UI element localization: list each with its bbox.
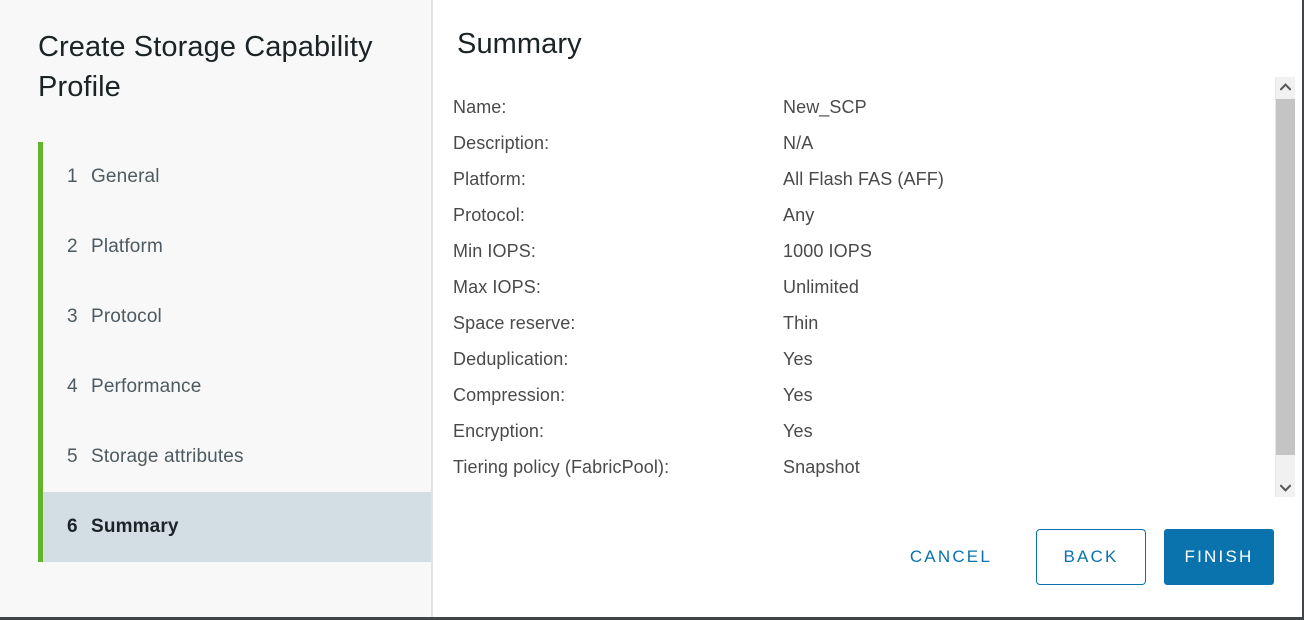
chevron-down-icon [1280,483,1291,492]
step-label: Protocol [91,306,162,327]
summary-row-value: Yes [783,421,813,441]
summary-row-value: Any [783,205,815,225]
summary-row: Description: N/A [435,133,944,169]
summary-scroll-region: Name: New_SCP Description: N/A Platform: All … [435,97,1265,497]
step-number: 4 [67,376,78,397]
step-label: Performance [91,376,202,397]
summary-row-label: Deduplication: [453,349,569,369]
wizard-main-panel: Summary Name: New_SCP Description: N/A Platf… [435,0,1302,617]
summary-row: Name: New_SCP [435,97,944,133]
summary-row-value: Yes [783,349,813,369]
step-number: 2 [67,236,78,257]
summary-row-value: N/A [783,133,814,153]
summary-row: Min IOPS: 1000 IOPS [435,241,944,277]
summary-row-label: Space reserve: [453,313,576,333]
summary-row-value: Thin [783,313,819,333]
summary-row-value: Yes [783,385,813,405]
summary-row: Space reserve: Thin [435,313,944,349]
summary-row-label: Platform: [453,169,526,189]
finish-button[interactable]: FINISH [1164,529,1274,585]
summary-row-value: Snapshot [783,457,860,477]
sidebar-step-performance[interactable]: 4 Performance [43,352,431,422]
page-title: Summary [457,28,582,60]
scroll-down-button[interactable] [1276,478,1295,497]
summary-row-label: Description: [453,133,550,153]
step-number: 1 [67,166,78,187]
summary-table: Name: New_SCP Description: N/A Platform: All … [435,97,944,493]
wizard-footer: CANCEL BACK FINISH [888,529,1274,585]
step-label: Storage attributes [91,446,244,467]
step-number: 5 [67,446,78,467]
summary-row-label: Min IOPS: [453,241,536,261]
sidebar-step-platform[interactable]: 2 Platform [43,212,431,282]
summary-row-value: 1000 IOPS [783,241,872,261]
sidebar-step-storage-attributes[interactable]: 5 Storage attributes [43,422,431,492]
summary-row: Compression: Yes [435,385,944,421]
summary-row-label: Name: [453,97,507,117]
chevron-up-icon [1280,82,1291,91]
summary-row-label: Protocol: [453,205,525,225]
summary-row-label: Encryption: [453,421,545,441]
cancel-button[interactable]: CANCEL [888,529,1014,585]
summary-row: Max IOPS: Unlimited [435,277,944,313]
sidebar-step-general[interactable]: 1 General [43,142,431,212]
sidebar-step-summary[interactable]: 6 Summary [43,492,431,562]
step-label: General [91,166,160,187]
summary-row: Platform: All Flash FAS (AFF) [435,169,944,205]
summary-row-label: Max IOPS: [453,277,541,297]
summary-row: Protocol: Any [435,205,944,241]
wizard-sidebar: Create Storage Capability Profile 1 Gener… [0,0,433,617]
wizard-title: Create Storage Capability Profile [38,31,373,103]
step-number: 6 [67,516,78,537]
summary-row-label: Tiering policy (FabricPool): [453,457,670,477]
step-number: 3 [67,306,78,327]
summary-row-value: Unlimited [783,277,859,297]
summary-row: Encryption: Yes [435,421,944,457]
summary-row-label: Compression: [453,385,566,405]
summary-row-value: New_SCP [783,97,867,117]
summary-row: Deduplication: Yes [435,349,944,385]
summary-row-value: All Flash FAS (AFF) [783,169,944,189]
step-label: Platform [91,236,163,257]
scrollbar-thumb[interactable] [1276,99,1295,455]
back-button[interactable]: BACK [1036,529,1146,585]
scroll-up-button[interactable] [1276,77,1295,96]
summary-row: Tiering policy (FabricPool): Snapshot [435,457,944,493]
sidebar-step-protocol[interactable]: 3 Protocol [43,282,431,352]
step-label: Summary [91,516,179,537]
summary-scrollbar[interactable] [1275,77,1295,497]
